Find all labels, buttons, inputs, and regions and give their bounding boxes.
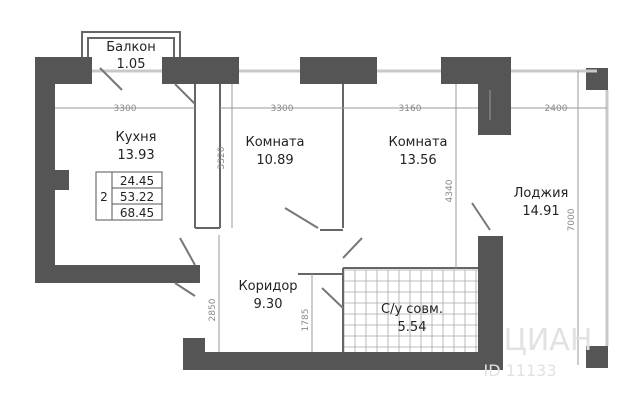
wall-loggia-bottom-corner	[586, 346, 608, 368]
dim-loggia-width: 2400	[545, 104, 568, 114]
wall-left-notch	[55, 170, 69, 190]
wall-left	[35, 57, 55, 283]
watermark-logo: ЦИАН	[504, 323, 593, 358]
dim-room2-depth: 4340	[445, 179, 455, 202]
total-area-no-balcony: 53.22	[120, 190, 154, 204]
wall-bottom	[183, 352, 503, 370]
corridor-area: 9.30	[254, 297, 283, 312]
bathroom-name: С/у совм.	[381, 302, 443, 317]
loggia-area: 14.91	[522, 204, 559, 219]
wall-top-middle-left	[162, 57, 239, 84]
kitchen-name: Кухня	[116, 130, 157, 145]
watermark-id: ID 11133	[483, 361, 556, 380]
corridor-name: Коридор	[238, 279, 297, 294]
wall-loggia-top-corner	[586, 68, 608, 90]
balcony-outline	[81, 31, 181, 62]
living-area: 24.45	[120, 174, 154, 188]
loggia-name: Лоджия	[514, 186, 569, 201]
bathroom-area: 5.54	[398, 320, 427, 335]
room2-name: Комната	[389, 135, 448, 150]
balcony-area: 1.05	[117, 57, 146, 72]
dim-corridor-depth: 2850	[208, 298, 218, 321]
room1-area: 10.89	[256, 153, 293, 168]
wall-right-pillar	[478, 57, 511, 135]
walls	[35, 57, 608, 370]
room1-name: Комната	[246, 135, 305, 150]
wall-kitchen-bottom	[35, 265, 200, 283]
wall-top-middle-right	[300, 57, 377, 84]
dim-kitchen-width: 3300	[114, 104, 137, 114]
kitchen-area: 13.93	[117, 148, 154, 163]
doors	[99, 67, 491, 309]
dim-room2-width: 3160	[399, 104, 422, 114]
area-summary-table: 2 24.45 53.22 68.45	[95, 171, 163, 221]
room2-area: 13.56	[399, 153, 436, 168]
dim-bath-depth: 1785	[301, 309, 311, 332]
bathroom-tiles	[343, 269, 478, 352]
dim-room1-depth: 3320	[217, 146, 227, 169]
dim-loggia-length: 7000	[567, 208, 577, 231]
rooms-count: 2	[100, 190, 108, 204]
total-area: 68.45	[120, 206, 154, 220]
wall-bathroom-right	[478, 236, 503, 370]
balcony-name: Балкон	[106, 40, 156, 55]
dimension-lines	[55, 71, 607, 365]
dim-room1-width: 3300	[271, 104, 294, 114]
